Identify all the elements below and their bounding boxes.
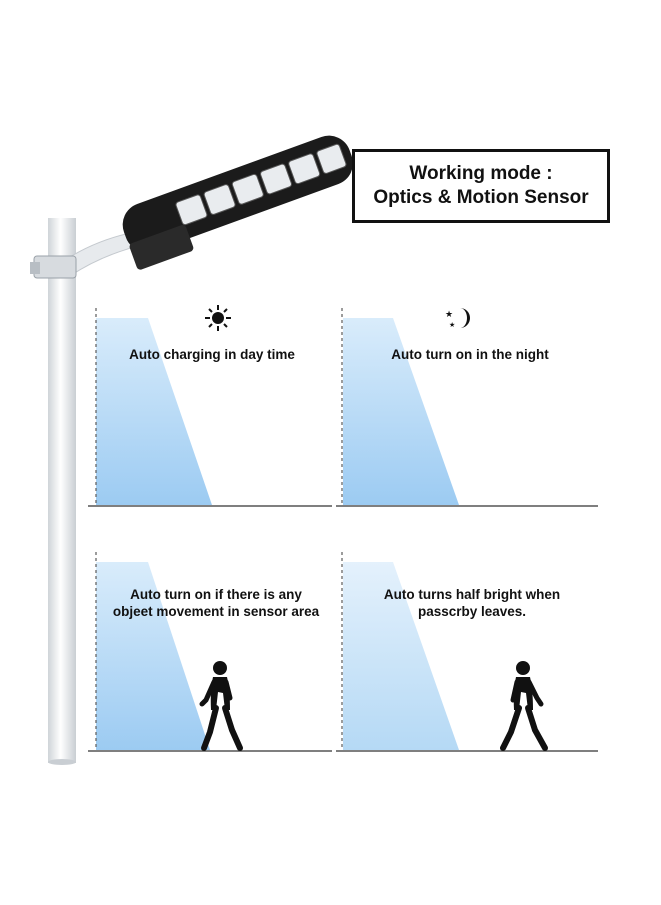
panel-day	[88, 308, 332, 507]
caption-motion-line-2: objeet movement in sensor area	[112, 604, 320, 619]
title-line-1: Working mode :	[409, 163, 553, 184]
working-mode-title-box: Working mode : Optics & Motion Sensor	[352, 149, 610, 223]
svg-text:★: ★	[445, 310, 453, 320]
caption-motion: Auto turn on if there is any objeet move…	[96, 586, 336, 620]
caption-half-bright: Auto turns half bright when passcrby lea…	[352, 586, 592, 620]
walking-person-icon	[199, 661, 243, 751]
svg-text:★: ★	[449, 321, 455, 329]
caption-motion-line-1: Auto turn on if there is any	[130, 587, 302, 602]
panel-half-bright	[336, 552, 598, 752]
panel-motion	[88, 552, 332, 752]
panel-night	[336, 308, 598, 507]
title-line-2: Optics & Motion Sensor	[373, 187, 589, 208]
caption-half-bright-line-1: Auto turns half bright when	[383, 587, 561, 602]
lamp-pole	[30, 218, 139, 765]
street-lamp-head	[122, 135, 353, 270]
sun-icon	[205, 305, 231, 331]
caption-night: Auto turn on in the night	[391, 347, 549, 362]
caption-half-bright-line-2: passcrby leaves.	[417, 604, 527, 619]
led-modules	[175, 143, 347, 226]
moon-stars-icon: ★ ★	[445, 308, 470, 329]
caption-day: Auto charging in day time	[129, 347, 295, 362]
walking-person-icon	[500, 661, 548, 751]
